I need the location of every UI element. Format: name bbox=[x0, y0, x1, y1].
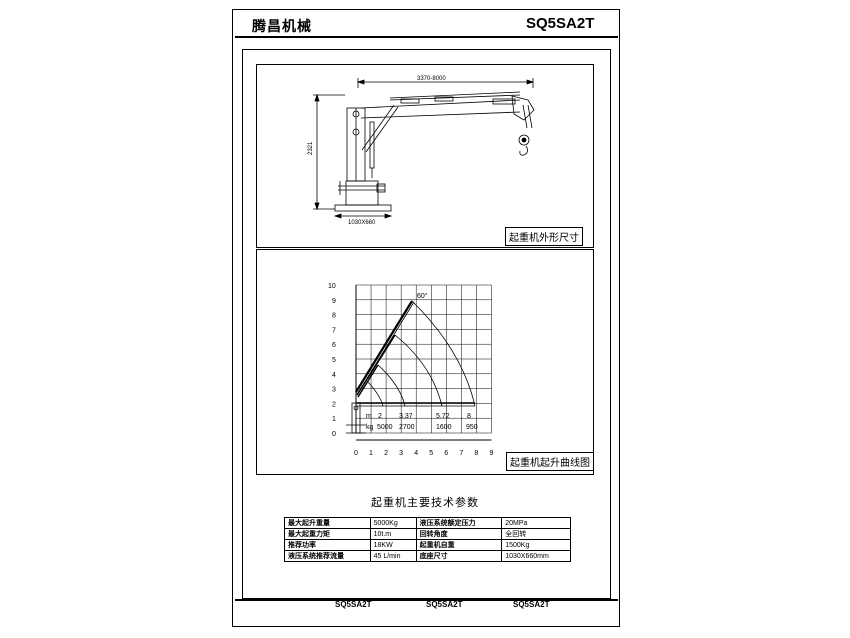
load-table-labels: m kg 2 3.37 5.72 8 5000 2700 1600 950 bbox=[366, 413, 478, 431]
spec-label: 起重机自重 bbox=[415, 539, 503, 551]
height-dimension: 2321 bbox=[308, 141, 314, 155]
spec-label: 最大起升重量 bbox=[284, 517, 371, 529]
y-tick-label: 9 bbox=[332, 298, 336, 305]
load-value: 1600 bbox=[436, 424, 452, 431]
footer-divider bbox=[235, 599, 618, 601]
load-unit: kg bbox=[366, 424, 374, 431]
radius-value: 5.72 bbox=[436, 413, 450, 420]
y-tick-label: 10 bbox=[328, 283, 336, 290]
radius-value: 2 bbox=[378, 413, 382, 420]
y-tick-label: 0 bbox=[332, 431, 336, 438]
dimension-panel bbox=[256, 64, 594, 248]
x-tick-label: 7 bbox=[459, 450, 463, 457]
y-tick-label: 1 bbox=[332, 416, 336, 423]
lift-curve-caption: 起重机起升曲线图 bbox=[506, 452, 594, 471]
y-tick-label: 6 bbox=[332, 342, 336, 349]
base-dimension: 1030X660 bbox=[348, 220, 376, 226]
model-number: SQ5SA2T bbox=[526, 15, 595, 32]
spec-label: 液压系统推荐流量 bbox=[284, 550, 371, 562]
radius-unit: m bbox=[366, 413, 372, 420]
radius-value: 8 bbox=[467, 413, 471, 420]
x-tick-label: 9 bbox=[489, 450, 493, 457]
spec-label: 液压系统额定压力 bbox=[415, 517, 503, 529]
x-tick-label: 1 bbox=[369, 450, 373, 457]
spec-label: 最大起重力矩 bbox=[284, 528, 371, 540]
spec-value: 20MPa bbox=[501, 517, 571, 529]
x-tick-label: 3 bbox=[399, 450, 403, 457]
y-tick-label: 8 bbox=[332, 313, 336, 320]
spec-label: 推荐功率 bbox=[284, 539, 371, 551]
footer-model-3: SQ5SA2T bbox=[513, 600, 550, 609]
spec-value: 45 L/min bbox=[369, 550, 417, 562]
footer-model-1: SQ5SA2T bbox=[335, 600, 372, 609]
y-tick-label: 2 bbox=[332, 401, 336, 408]
load-value: 2700 bbox=[399, 424, 415, 431]
x-tick-label: 2 bbox=[384, 450, 388, 457]
load-value: 5000 bbox=[377, 424, 393, 431]
x-tick-label: 8 bbox=[474, 450, 478, 457]
x-tick-label: 4 bbox=[414, 450, 418, 457]
chart-axis-labels: 0 1 2 3 4 5 6 7 8 9 0 1 2 3 4 5 6 7 8 9 10 bbox=[328, 283, 493, 457]
dimension-caption: 起重机外形尺寸 bbox=[505, 227, 583, 246]
lift-curve-panel bbox=[256, 249, 594, 475]
spec-title: 起重机主要技术参数 bbox=[371, 496, 479, 509]
x-tick-label: 5 bbox=[429, 450, 433, 457]
spec-label: 回转角度 bbox=[415, 528, 503, 540]
y-tick-label: 4 bbox=[332, 372, 336, 379]
header-divider bbox=[235, 36, 618, 38]
drawing-sheet bbox=[232, 9, 620, 627]
spec-label: 底座尺寸 bbox=[415, 550, 503, 562]
boom-angle-label: 60° bbox=[417, 292, 428, 300]
spec-value: 10t.m bbox=[369, 528, 417, 540]
chart-grid bbox=[355, 284, 492, 441]
spec-value: 5000Kg bbox=[369, 517, 417, 529]
inner-frame bbox=[242, 49, 611, 599]
radius-value: 3.37 bbox=[399, 413, 413, 420]
spec-value: 全回转 bbox=[501, 528, 571, 540]
x-tick-label: 6 bbox=[444, 450, 448, 457]
footer-model-2: SQ5SA2T bbox=[426, 600, 463, 609]
spec-value: 1030X660mm bbox=[501, 550, 571, 562]
crane-curve-sketch bbox=[346, 300, 476, 434]
y-tick-label: 5 bbox=[332, 357, 336, 364]
y-tick-label: 3 bbox=[332, 387, 336, 394]
company-name: 腾昌机械 bbox=[252, 19, 312, 35]
load-value: 950 bbox=[466, 424, 478, 431]
y-tick-label: 7 bbox=[332, 327, 336, 334]
reach-dimension: 3370-8000 bbox=[417, 76, 446, 82]
spec-value: 18KW bbox=[369, 539, 417, 551]
x-tick-label: 0 bbox=[354, 450, 358, 457]
spec-value: 1500Kg bbox=[501, 539, 571, 551]
